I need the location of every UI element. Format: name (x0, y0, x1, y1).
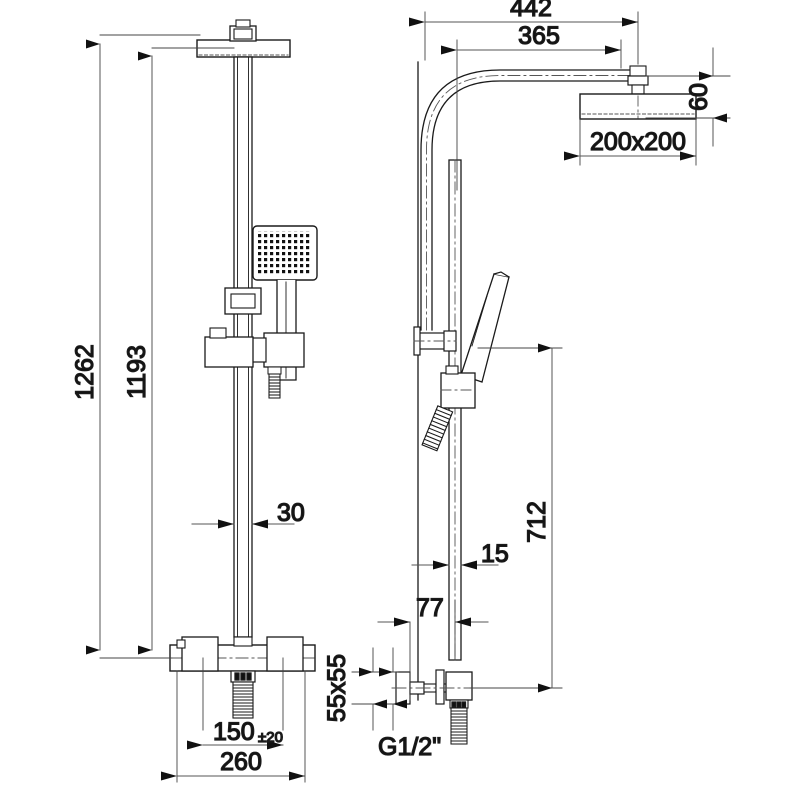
dimension-label-riser-depth: 15 (481, 540, 509, 568)
hand-shower-holder-side (440, 365, 476, 409)
front-elevation-view (169, 19, 318, 719)
hand-shower-side (460, 271, 510, 383)
dimension-wall-offset (377, 599, 489, 701)
dimension-label-wall-offset: 77 (416, 594, 444, 622)
wall-bracket (413, 326, 457, 356)
riser-pipe-side (448, 159, 462, 661)
curved-shower-arm (420, 69, 637, 331)
dimension-label-riser-width: 30 (277, 499, 305, 527)
flexible-hose (230, 670, 256, 719)
dimension-head-thickness (645, 47, 731, 147)
dimension-head-size (564, 118, 697, 166)
rain-shower-head-side (579, 65, 697, 120)
hand-shower-holder (251, 332, 305, 368)
dimension-arm-reach (409, 11, 639, 65)
dimension-base-spread (161, 670, 306, 783)
dimension-label-head-size: 200x200 (590, 128, 686, 156)
side-elevation-view (391, 61, 697, 745)
dimension-label-inlet-tolerance: ±20 (258, 729, 283, 746)
dimension-label-inlet-centers: 150 (213, 718, 255, 746)
dimension-label-overall-height: 1262 (71, 344, 99, 400)
diverter-block (204, 327, 254, 368)
dimension-label-thread-size: G1/2" (378, 733, 441, 761)
dimension-label-arm-reach-inner: 365 (518, 22, 560, 50)
dimension-arm-reach-inner (441, 39, 622, 191)
side-view-dimensions: 442 365 60 200x200 (322, 0, 731, 762)
dimension-label-arm-reach: 442 (510, 0, 552, 22)
dimension-holder-height (469, 343, 563, 693)
dimension-label-base-spread: 260 (220, 748, 262, 776)
dimension-label-holder-height: 712 (523, 501, 551, 543)
dimension-label-head-thickness: 60 (685, 83, 713, 111)
thermostatic-mixer-body (169, 636, 316, 672)
dimension-label-valve-body: 55x55 (323, 654, 351, 722)
dimension-valve-body (351, 647, 407, 731)
dimension-label-riser-height: 1193 (123, 345, 151, 399)
front-view-dimensions: 1262 1193 30 150 ±20 (70, 34, 306, 783)
dimension-inlet-centers (187, 657, 284, 750)
slider-bracket (224, 287, 262, 315)
rain-shower-head (196, 19, 291, 58)
flexible-hose-side (421, 405, 454, 452)
holder-hose (267, 366, 282, 399)
